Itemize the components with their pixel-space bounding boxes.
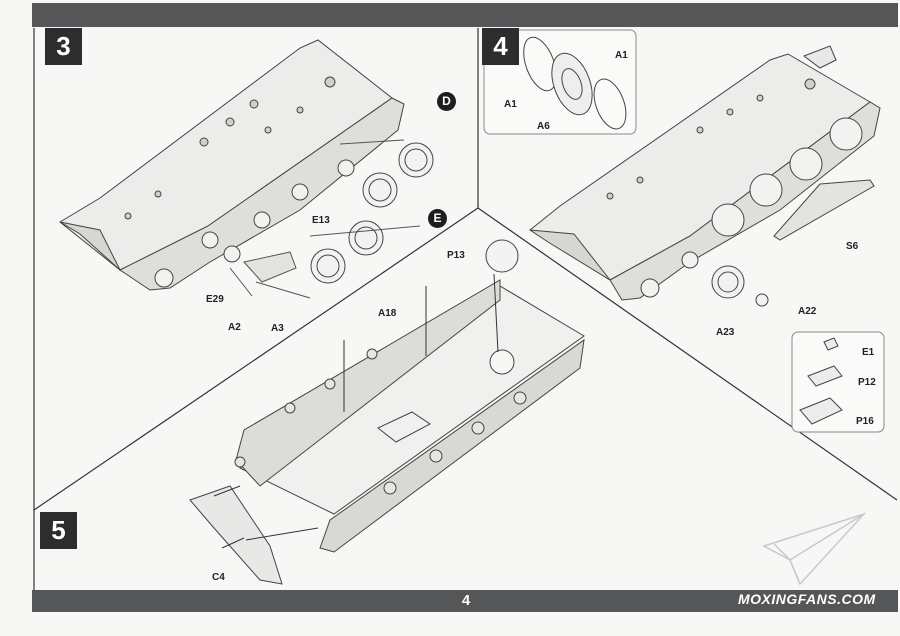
callout-e: E [428,209,447,228]
watermark-text: MOXINGFANS.COM [738,591,876,607]
step-5-badge: 5 [40,512,77,549]
step-4-badge: 4 [482,28,519,65]
part-label-p12: P12 [858,377,876,388]
page-number: 4 [461,592,471,609]
part-label-a6: A6 [537,121,550,132]
bottom-footer-bar [32,590,898,612]
part-label-a22: A22 [798,306,817,317]
part-label-e29: E29 [206,294,224,305]
part-label-a1-left: A1 [504,99,517,110]
part-label-p16: P16 [856,416,874,427]
part-label-a23: A23 [716,327,735,338]
step-dividers [33,28,898,590]
callout-d: D [437,92,456,111]
part-label-a18: A18 [378,308,397,319]
part-label-p13: P13 [447,250,465,261]
part-label-a2: A2 [228,322,241,333]
step5-guide-lines [213,273,499,549]
part-label-e1: E1 [862,347,875,358]
step3-hull [59,39,434,299]
part-label-a3: A3 [271,323,284,334]
step-3-badge: 3 [45,28,82,65]
part-label-c4: C4 [212,572,225,583]
top-header-bar [32,3,898,27]
part-label-a1-right: A1 [615,50,628,61]
step4-hull [529,45,881,307]
step4-inset-bracket [791,331,885,433]
part-label-e13: E13 [312,215,330,226]
step4-inset-wheel [483,29,637,135]
part-label-s6: S6 [846,241,859,252]
